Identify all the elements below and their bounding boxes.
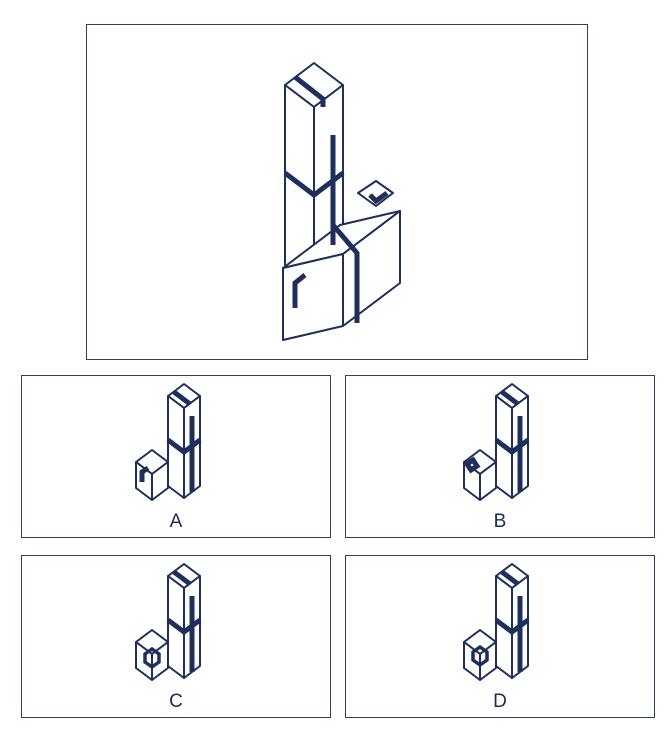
cube-mark [139,465,150,482]
column-top-stripe [500,390,520,406]
column-top-stripe [172,570,192,586]
column-top-stripe [500,570,520,586]
reference-figure [282,62,401,341]
option-d-panel[interactable]: D [345,555,655,718]
column-middle-stripe [494,618,530,636]
small-cube-top [357,180,394,207]
option-a-figure [135,383,202,501]
reference-figure-panel [86,24,588,360]
column-top-stripe [293,75,326,107]
option-d-label: D [493,691,507,712]
option-b-figure [463,383,530,501]
column-top-stripe [172,390,192,406]
column-middle-stripe [166,438,202,456]
column-middle-stripe [166,618,202,636]
option-c-figure [135,563,202,681]
option-a-label: A [169,511,183,532]
cube-mark [368,190,389,205]
cube-mark [463,456,481,474]
cube-mark [143,646,161,670]
block-stripe [331,223,360,323]
option-a-panel[interactable]: A [21,375,331,538]
block-front-mark [292,273,307,308]
option-b-panel[interactable]: B [345,375,655,538]
cube-mark [471,644,489,668]
block-front [282,253,344,341]
option-d-figure [463,563,530,681]
option-c-panel[interactable]: C [21,555,331,718]
option-b-label: B [493,511,507,532]
column-middle-stripe [494,438,530,456]
option-c-label: C [169,691,183,712]
